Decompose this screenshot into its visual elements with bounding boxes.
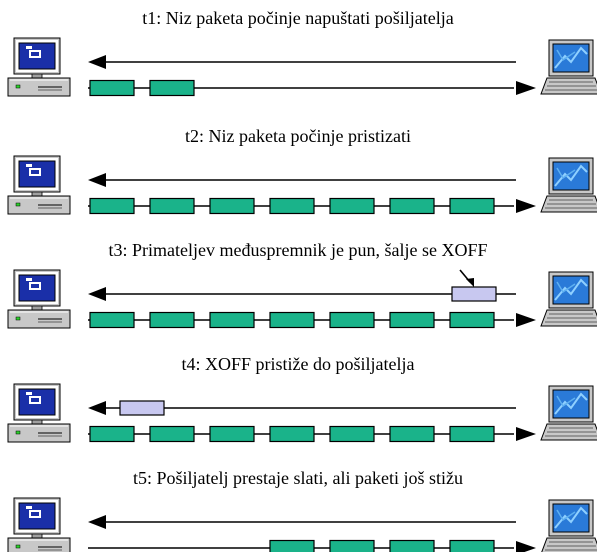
xoff-frame <box>119 400 165 416</box>
data-packet <box>449 197 495 215</box>
panel-title: t3: Primateljev međuspremnik je pun, šal… <box>109 240 488 260</box>
data-packet <box>329 539 375 552</box>
data-packet <box>209 425 255 443</box>
right-arrowhead <box>516 199 536 213</box>
left-arrowhead <box>88 287 106 301</box>
data-packet <box>389 539 435 552</box>
data-packet <box>209 197 255 215</box>
data-packet <box>149 197 195 215</box>
data-packet <box>149 425 195 443</box>
xoff-pointer-head <box>466 278 474 287</box>
left-arrowhead <box>88 401 106 415</box>
laptop-computer-icon <box>540 157 597 213</box>
data-packet <box>389 197 435 215</box>
left-arrowhead <box>88 173 106 187</box>
data-packet <box>269 539 315 552</box>
data-packet <box>269 425 315 443</box>
panel-title: t2: Niz paketa počinje pristizati <box>185 126 411 146</box>
panel-t1: t1: Niz paketa počinje napuštati pošilja… <box>7 8 597 97</box>
data-packet <box>329 425 375 443</box>
data-packet <box>269 197 315 215</box>
xoff-frame <box>451 286 497 302</box>
panel-title: t1: Niz paketa počinje napuštati pošilja… <box>142 8 453 28</box>
right-arrowhead <box>516 427 536 441</box>
right-arrowhead <box>516 313 536 327</box>
panel-t5: t5: Pošiljatelj prestaje slati, ali pake… <box>7 468 597 552</box>
laptop-computer-icon <box>540 499 597 552</box>
data-packet <box>389 425 435 443</box>
desktop-computer-icon <box>7 269 71 329</box>
data-packet <box>89 197 135 215</box>
panel-title: t5: Pošiljatelj prestaje slati, ali pake… <box>133 468 463 488</box>
laptop-computer-icon <box>540 39 597 95</box>
data-packet <box>449 425 495 443</box>
panel-t4: t4: XOFF pristiže do pošiljatelja <box>7 354 597 443</box>
data-packet <box>329 311 375 329</box>
data-packet <box>89 425 135 443</box>
data-packet <box>449 311 495 329</box>
data-packet <box>449 539 495 552</box>
left-arrowhead <box>88 515 106 529</box>
data-packet <box>209 311 255 329</box>
data-packet <box>89 311 135 329</box>
laptop-computer-icon <box>540 385 597 441</box>
right-arrowhead <box>516 541 536 552</box>
desktop-computer-icon <box>7 383 71 443</box>
data-packet <box>149 311 195 329</box>
panel-t2: t2: Niz paketa počinje pristizati <box>7 126 597 215</box>
data-packet <box>389 311 435 329</box>
laptop-computer-icon <box>540 271 597 327</box>
data-packet <box>269 311 315 329</box>
right-arrowhead <box>516 81 536 95</box>
desktop-computer-icon <box>7 497 71 552</box>
panel-title: t4: XOFF pristiže do pošiljatelja <box>182 354 415 374</box>
panel-t3: t3: Primateljev međuspremnik je pun, šal… <box>7 240 597 329</box>
data-packet <box>149 79 195 97</box>
left-arrowhead <box>88 55 106 69</box>
data-packet <box>89 79 135 97</box>
data-packet <box>329 197 375 215</box>
desktop-computer-icon <box>7 155 71 215</box>
desktop-computer-icon <box>7 37 71 97</box>
